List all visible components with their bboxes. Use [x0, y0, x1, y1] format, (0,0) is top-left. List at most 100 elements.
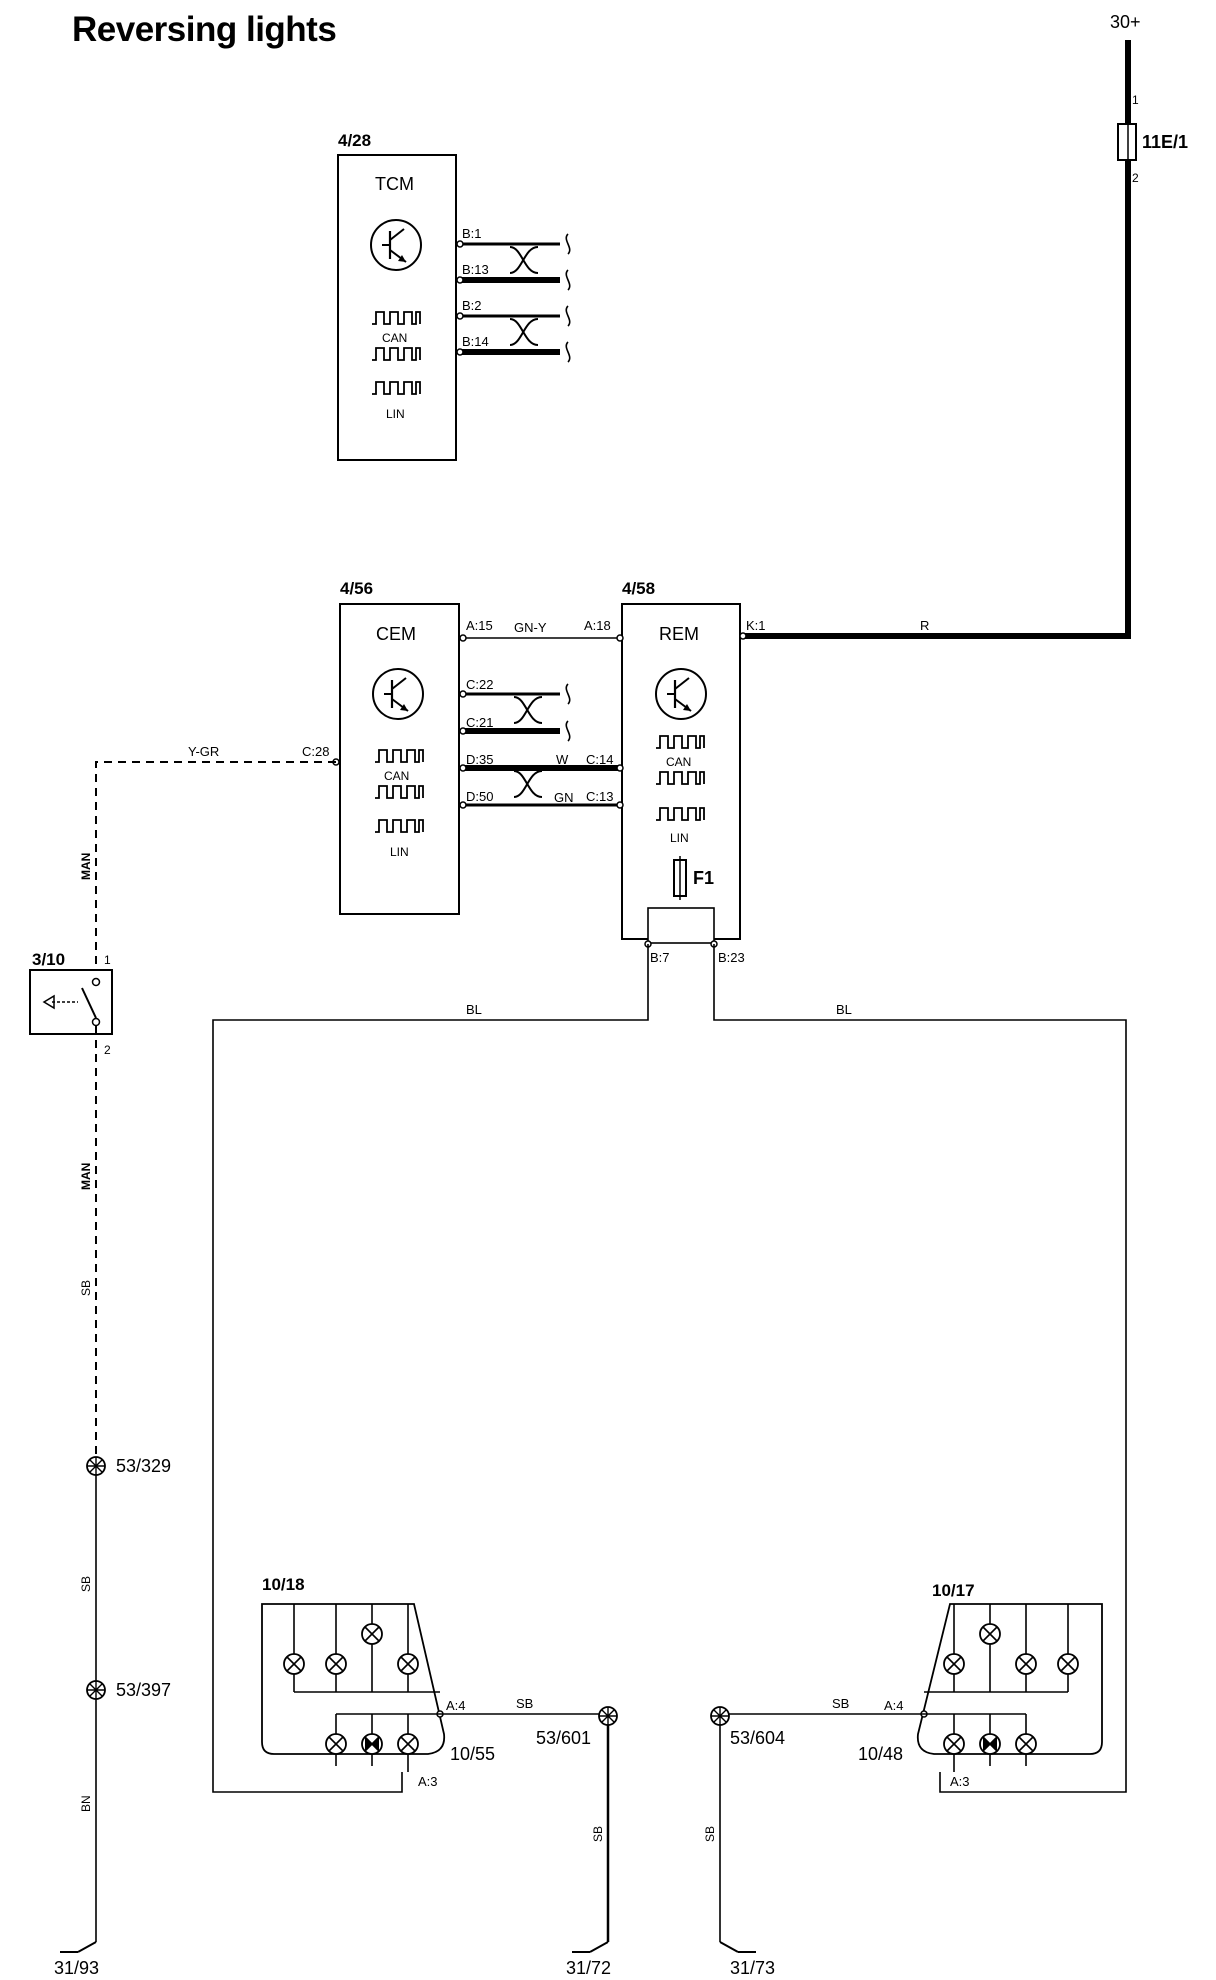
cem-twist-2 [513, 770, 543, 798]
lamp-right-housing [916, 1603, 1103, 1755]
wire-bl-right-label: BL [836, 1002, 852, 1017]
rem-name: REM [659, 624, 699, 644]
rem-fuse-label: F1 [693, 868, 714, 888]
fuse-pin-1: 1 [1132, 93, 1139, 107]
tcm-break-3 [565, 305, 571, 327]
wire-sb-73-label: SB [703, 1826, 717, 1842]
lamp-right-bulb-2 [979, 1623, 1001, 1645]
fuse-label: 11E/1 [1142, 132, 1188, 152]
wire-sb-left-lamp-label: SB [516, 1696, 533, 1711]
ground-31-93-icon [59, 1941, 97, 1953]
ground-31-93-label: 31/93 [54, 1958, 99, 1978]
cem-name: CEM [376, 624, 416, 644]
wire-bl-right [713, 944, 1127, 1793]
lamp-left-bulb-4 [397, 1653, 419, 1675]
lamp-unit-left: 10/18 A:4 10/55 A:3 SB 53/601 [261, 1575, 618, 1978]
lamp-right-pin-a4: A:4 [884, 1698, 904, 1713]
lamp-left-pin-a4: A:4 [446, 1698, 466, 1713]
lamp-right-bulb-5 [943, 1733, 965, 1755]
fuse-pin-2: 2 [1132, 171, 1139, 185]
rem-module: 4/58 REM CAN LIN F1 A:18 C:14 C:13 K:1 B… [584, 579, 766, 965]
switch-circuit: Y-GR MAN 3/10 1 2 MAN SB 53/329 SB 53/39… [29, 744, 336, 1978]
lamp-right-bulb-6 [1015, 1733, 1037, 1755]
wire-y-gr-label: Y-GR [188, 744, 219, 759]
wire-gn-y-label: GN-Y [514, 620, 547, 635]
wire-y-gr [95, 761, 336, 978]
wire-w-label: W [556, 752, 569, 767]
wire-sb-left-mid-label: SB [79, 1576, 93, 1592]
lamp-right-bulb-3 [1015, 1653, 1037, 1675]
switch-pin-2: 2 [104, 1043, 111, 1057]
tcm-break-4 [565, 341, 571, 363]
cem-pin-d50: D:50 [466, 789, 493, 804]
splice-53-601-label: 53/601 [536, 1728, 591, 1748]
tcm-break-1 [565, 233, 571, 255]
rem-can-label: CAN [666, 755, 691, 769]
wire-sb-right-lamp-label: SB [832, 1696, 849, 1711]
rem-pin-b7: B:7 [650, 950, 670, 965]
cem-twist-1 [513, 696, 543, 724]
cem-break-1 [565, 683, 571, 705]
cem-can-label: CAN [384, 769, 409, 783]
cem-break-2 [565, 720, 571, 742]
lamp-unit-right: 10/17 A:4 10/48 A:3 SB 53/604 SB [703, 1581, 1103, 1978]
cem-pin-c28: C:28 [302, 744, 329, 759]
switch-contact [81, 987, 97, 1019]
wire-bn-label: BN [79, 1795, 93, 1812]
wire-man-top-label: MAN [79, 853, 93, 880]
rem-id: 4/58 [622, 579, 655, 598]
fuse-11e1 [1117, 123, 1137, 161]
tcm-can-label: CAN [382, 331, 407, 345]
cem-pin-a15: A:15 [466, 618, 493, 633]
wire-gn-label: GN [554, 790, 574, 805]
cem-module: 4/56 CEM CAN LIN A:15 C:22 C:21 D:35 D:5… [302, 579, 623, 915]
lamp-left-bulb-5 [325, 1733, 347, 1755]
splice-53-329-label: 53/329 [116, 1456, 171, 1476]
lamp-left-housing [261, 1603, 446, 1755]
wire-sb-left-top-label: SB [79, 1280, 93, 1296]
lamp-right-bulb-1 [943, 1653, 965, 1675]
cem-pin-c21: C:21 [466, 715, 493, 730]
lamp-left-id: 10/18 [262, 1575, 305, 1594]
tcm-pin-b13: B:13 [462, 262, 489, 277]
tcm-lin-label: LIN [386, 407, 405, 421]
splice-53-601 [598, 1706, 618, 1726]
tcm-id: 4/28 [338, 131, 371, 150]
cem-id: 4/56 [340, 579, 373, 598]
rem-pin-c13: C:13 [586, 789, 613, 804]
rem-pin-k1: K:1 [746, 618, 766, 633]
splice-53-604 [710, 1706, 730, 1726]
tcm-break-2 [565, 269, 571, 291]
ground-31-72-label: 31/72 [566, 1958, 611, 1978]
lamp-right-reverse-bulb [979, 1733, 1001, 1755]
splice-53-397-label: 53/397 [116, 1680, 171, 1700]
cem-lin-label: LIN [390, 845, 409, 859]
bl-wiring: BL BL [212, 944, 1127, 1793]
lamp-right-pin-a3: A:3 [950, 1774, 970, 1789]
cem-transistor-icon [371, 667, 425, 721]
splice-53-604-label: 53/604 [730, 1728, 785, 1748]
lamp-right-id: 10/17 [932, 1581, 975, 1600]
lamp-left-bulb-6 [397, 1733, 419, 1755]
tcm-twist-2 [509, 318, 539, 346]
tcm-pin-b1: B:1 [462, 226, 482, 241]
rem-lin-label: LIN [670, 831, 689, 845]
lamp-right-bulb-4 [1057, 1653, 1079, 1675]
rem-pin-c14: C:14 [586, 752, 613, 767]
wire-r-label: R [920, 618, 929, 633]
ground-31-73-icon [719, 1941, 756, 1953]
lamp-left-bulb-1 [283, 1653, 305, 1675]
ground-31-73-label: 31/73 [730, 1958, 775, 1978]
splice-53-397 [86, 1680, 106, 1700]
wire-bl-left-label: BL [466, 1002, 482, 1017]
cem-box [339, 603, 460, 915]
splice-53-329 [86, 1456, 106, 1476]
lamp-left-bulb-3 [361, 1623, 383, 1645]
switch-actuator-icon [42, 994, 55, 1010]
tcm-module: 4/28 TCM CAN LIN B:1 B:13 B:2 B:14 [337, 131, 571, 461]
switch-pin-1: 1 [104, 953, 111, 967]
diagram-title: Reversing lights [72, 10, 337, 49]
lamp-right-sub-id: 10/48 [858, 1744, 903, 1764]
tcm-twist-1 [509, 246, 539, 274]
